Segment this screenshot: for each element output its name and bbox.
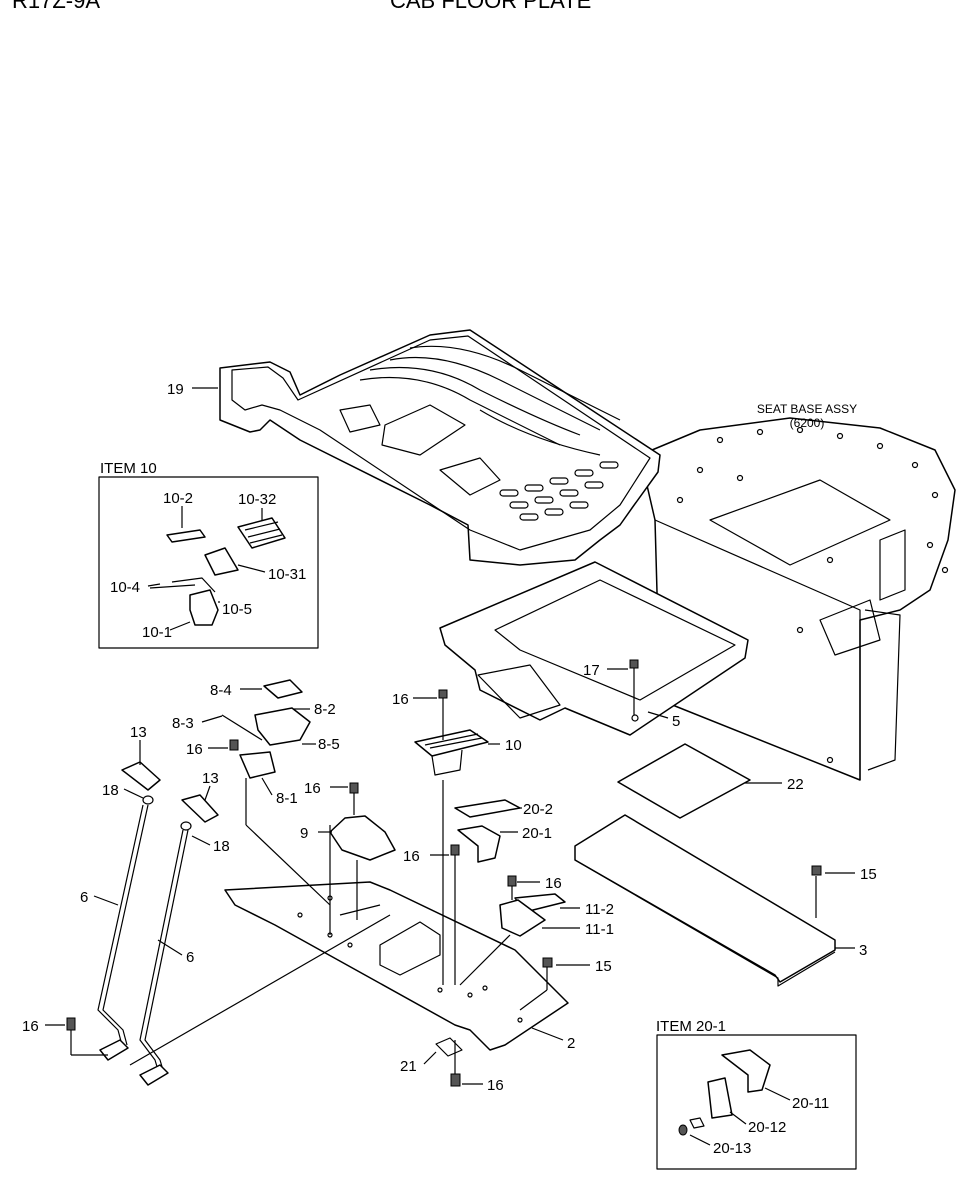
callout-6-right: 6 [186,949,194,966]
callout-3: 3 [859,942,867,959]
bolt-16-20-1 [450,844,460,985]
lever-6-left [97,761,161,1061]
bolt-16-lever [66,1017,108,1056]
callout-18-left: 18 [102,782,119,799]
inset-item-20-1 [656,1034,857,1170]
callout-16-8: 16 [186,741,203,758]
inset-item-10 [98,476,319,649]
bolt-15-middle [519,957,553,1011]
callout-16-lever: 16 [22,1018,39,1035]
callout-6-left: 6 [80,889,88,906]
callout-10-4: 10-4 [110,579,140,596]
inset-item-20-1-title: ITEM 20-1 [656,1018,726,1035]
inset-item-10-title: ITEM 10 [100,460,157,477]
pad-20-2 [454,799,521,818]
seat-base-assy-code: (6200) [790,416,825,430]
callout-8-2: 8-2 [314,701,336,718]
callout-16-pedal10: 16 [392,691,409,708]
bracket-20-1 [457,825,501,863]
callout-5: 5 [672,713,680,730]
callout-22: 22 [787,776,804,793]
callout-15-right: 15 [860,866,877,883]
callout-10-2: 10-2 [163,490,193,507]
bolt-15-right [811,865,822,918]
callout-10-5: 10-5 [222,601,252,618]
mat-22 [617,743,751,819]
pedal-10 [414,689,489,776]
page-title: CAB FLOOR PLATE [390,0,592,13]
callout-8-5: 8-5 [318,736,340,753]
seat-base-assy [639,417,956,781]
callout-10: 10 [505,737,522,754]
callout-10-31: 10-31 [268,566,306,583]
seat-base-assy-label: SEAT BASE ASSY [757,402,857,416]
callout-20-11: 20-11 [792,1095,829,1112]
side-panel-3 [574,814,836,987]
callout-13-right: 13 [202,770,219,787]
callout-17: 17 [583,662,600,679]
callout-11-1: 11-1 [585,921,614,938]
page-code: R17Z-9A [12,0,101,13]
callout-21: 21 [400,1058,417,1075]
callout-16-pedal11: 16 [545,875,562,892]
callout-8-4: 8-4 [210,682,232,699]
callout-2: 2 [567,1035,575,1052]
callout-11-2: 11-2 [585,901,614,918]
floor-mat [219,329,661,566]
callout-18-right: 18 [213,838,230,855]
callout-10-1: 10-1 [142,624,172,641]
callout-20-13: 20-13 [713,1140,751,1157]
callout-16-bottom: 16 [487,1077,504,1094]
cover-plate [439,561,749,736]
callout-20-1: 20-1 [522,825,552,842]
callout-8-3: 8-3 [172,715,194,732]
callout-10-32: 10-32 [238,491,276,508]
callout-16-9: 16 [304,780,321,797]
callout-20-2: 20-2 [523,801,553,818]
callout-13-left: 13 [130,724,147,741]
bolt-17 [629,659,639,715]
lever-6-right [139,794,219,1086]
callout-9: 9 [300,825,308,842]
pedal-11 [499,875,566,937]
base-plate-2 [224,881,569,1051]
callout-16-20-1: 16 [403,848,420,865]
pedal-9 [329,782,396,861]
callout-8-1: 8-1 [276,790,298,807]
callout-20-12: 20-12 [748,1119,786,1136]
callout-15-middle: 15 [595,958,612,975]
pedal-assembly-8 [221,679,311,779]
callout-19: 19 [167,381,184,398]
bracket-21 [435,1037,463,1087]
